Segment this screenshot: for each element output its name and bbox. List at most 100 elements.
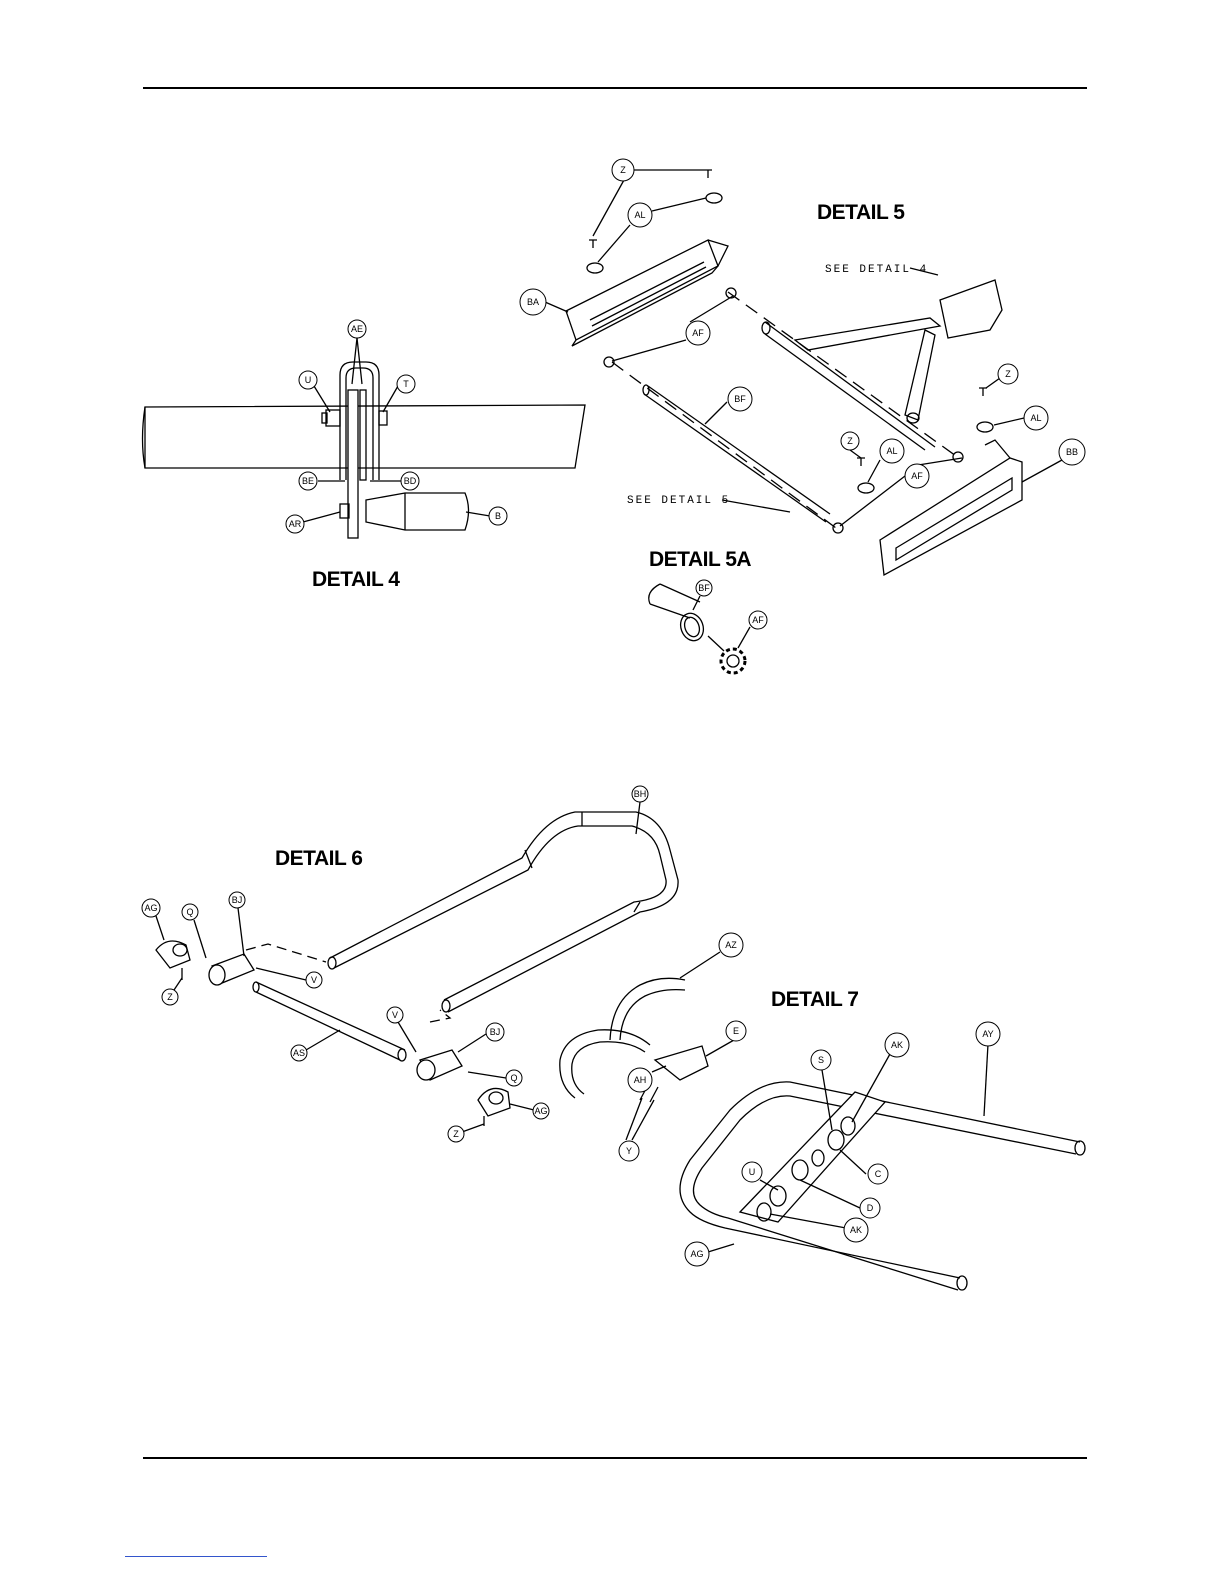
callout-z: Z <box>998 364 1018 384</box>
d5-bushing-al-1 <box>587 263 603 273</box>
callout-af: AF <box>749 611 767 629</box>
d4-leader-b <box>466 512 490 516</box>
d4-leader-u <box>314 386 330 412</box>
d4-leader-ar <box>303 512 340 522</box>
callout-d: D <box>860 1198 880 1218</box>
callout-bh: BH <box>632 786 648 802</box>
d5-leader-bf <box>705 402 727 424</box>
d5-screw-z-4 <box>857 458 865 466</box>
d5a-star-washer <box>721 649 745 673</box>
svg-text:U: U <box>749 1167 756 1177</box>
callout-ag: AG <box>685 1242 709 1266</box>
callout-af: AF <box>686 321 710 345</box>
svg-text:Q: Q <box>510 1073 517 1083</box>
callout-al: AL <box>1024 406 1048 430</box>
d6-handle-inner <box>334 826 666 1000</box>
d5-leader-ba <box>545 302 568 312</box>
svg-text:AS: AS <box>293 1048 305 1058</box>
svg-text:AG: AG <box>690 1249 703 1259</box>
svg-text:Z: Z <box>620 165 626 175</box>
callout-ak: AK <box>885 1033 909 1057</box>
d7-leader-ag <box>708 1244 734 1252</box>
d6-handle-outer <box>330 812 678 1012</box>
d5-bushing-al-3 <box>977 422 993 432</box>
detail-5-drawing <box>545 170 1062 575</box>
svg-text:B: B <box>495 511 501 521</box>
callout-u: U <box>299 371 317 389</box>
d6-dash-1 <box>246 944 326 962</box>
d5-frame-rod-lower <box>765 334 925 450</box>
svg-text:AY: AY <box>982 1029 993 1039</box>
callout-ak: AK <box>844 1218 868 1242</box>
svg-text:AL: AL <box>886 446 897 456</box>
svg-text:AL: AL <box>634 210 645 220</box>
svg-text:BE: BE <box>302 476 314 486</box>
d5a-star-washer-hole <box>727 655 739 667</box>
d5-leader-al3 <box>868 460 880 482</box>
d5-bushing-al-2 <box>706 193 722 203</box>
callout-y: Y <box>619 1141 639 1161</box>
d7-leader-c <box>840 1150 866 1174</box>
svg-text:E: E <box>733 1026 739 1036</box>
d6-handle-bend-3 <box>634 902 640 912</box>
d5-leader-al-b <box>652 198 706 211</box>
d5-shaft-end <box>643 385 649 395</box>
callout-z: Z <box>162 989 178 1005</box>
callout-z: Z <box>841 432 859 450</box>
detail-4-drawing <box>143 338 586 538</box>
d5-leader-bb <box>1022 460 1062 482</box>
svg-text:D: D <box>867 1203 874 1213</box>
d7-handle-end-2 <box>957 1276 967 1290</box>
svg-text:Z: Z <box>453 1129 459 1139</box>
callout-bd: BD <box>401 472 419 490</box>
d5-frame-arm <box>795 318 940 350</box>
svg-text:BJ: BJ <box>232 895 243 905</box>
callout-bj: BJ <box>486 1023 504 1041</box>
callout-al: AL <box>628 203 652 227</box>
detail-5-title: DETAIL 5 <box>817 201 904 225</box>
svg-text:BF: BF <box>698 583 710 593</box>
svg-text:Z: Z <box>167 992 173 1002</box>
svg-text:AK: AK <box>850 1225 862 1235</box>
svg-text:AZ: AZ <box>725 940 737 950</box>
callout-ah: AH <box>628 1068 652 1092</box>
detail-5a-drawing <box>649 584 750 673</box>
callout-az: AZ <box>719 933 743 957</box>
d5a-leader-af <box>738 627 750 648</box>
d5-leader-af2-a <box>840 476 905 526</box>
svg-text:Z: Z <box>847 436 853 446</box>
callout-e: E <box>726 1021 746 1041</box>
d6-handle-bend-1 <box>525 850 532 868</box>
detail-5a-title: DETAIL 5A <box>649 548 751 572</box>
d6-handle-end-1 <box>328 957 336 969</box>
d7-leader-e <box>706 1040 734 1056</box>
d6-clamp-bj-2-end <box>417 1060 435 1080</box>
d6-leader-ag1 <box>156 916 164 940</box>
d4-leader-ae-b <box>357 338 362 384</box>
svg-text:BJ: BJ <box>490 1027 501 1037</box>
d5-screw-z-3 <box>979 388 987 396</box>
detail-6-title: DETAIL 6 <box>275 847 362 871</box>
callout-ag: AG <box>142 899 160 917</box>
svg-text:U: U <box>305 375 312 385</box>
svg-text:S: S <box>818 1055 824 1065</box>
detail-4-title: DETAIL 4 <box>312 568 399 592</box>
d5a-tube-back <box>649 584 660 604</box>
svg-text:BA: BA <box>527 297 539 307</box>
d7-bail-bracket <box>655 1046 708 1080</box>
d7-leader-y-a <box>626 1098 642 1140</box>
d5-mount-plate <box>940 280 1002 338</box>
callout-bb: BB <box>1059 439 1085 465</box>
callout-t: T <box>397 375 415 393</box>
d7-handle-end-1 <box>1075 1141 1085 1155</box>
d5-leader-af1-a <box>690 296 733 322</box>
d5-frame-rod-upper <box>765 322 935 447</box>
svg-text:AE: AE <box>351 324 363 334</box>
d5-leader-al-a <box>598 225 630 262</box>
d6-clamp-bj-1-end <box>209 965 225 985</box>
d4-blade-plate <box>145 405 585 468</box>
d6-leader-q2 <box>468 1072 506 1078</box>
svg-text:AK: AK <box>891 1040 903 1050</box>
d6-handle-end-2 <box>442 1000 450 1012</box>
